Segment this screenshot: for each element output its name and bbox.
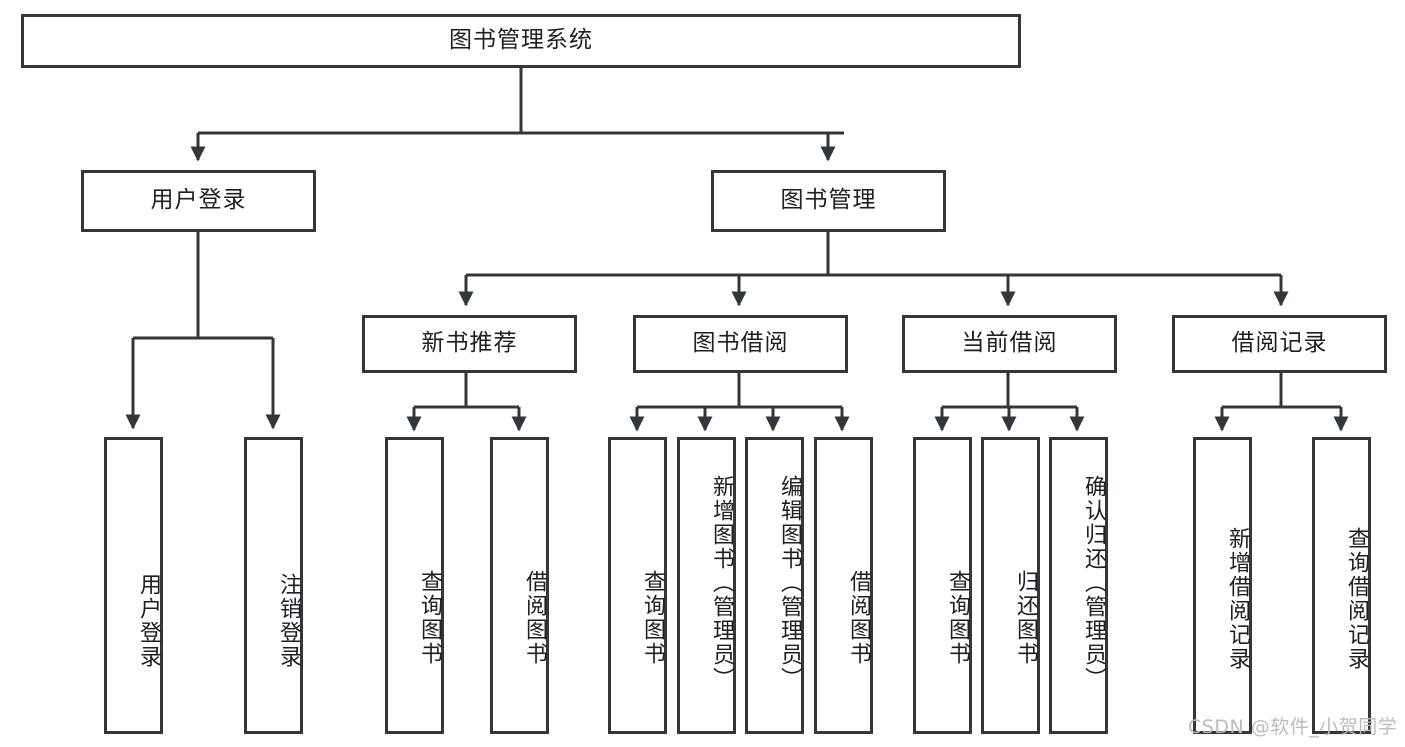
node-leaf-add-book-label: 新增图书（管理员） [709, 474, 734, 691]
node-leaf-query-book-2[interactable]: 查询图书 [608, 437, 667, 734]
node-current-borrow[interactable]: 当前借阅 [902, 315, 1117, 373]
node-borrow-record[interactable]: 借阅记录 [1172, 315, 1387, 373]
node-leaf-confirm-return-label: 确认归还（管理员） [1081, 474, 1106, 691]
node-leaf-query-book-1-label: 查询图书 [417, 569, 442, 666]
node-leaf-user-login[interactable]: 用户登录 [104, 437, 163, 734]
node-root[interactable]: 图书管理系统 [21, 14, 1021, 68]
node-leaf-borrow-book-1[interactable]: 借阅图书 [490, 437, 549, 734]
node-leaf-query-record[interactable]: 查询借阅记录 [1312, 437, 1371, 734]
node-leaf-add-book[interactable]: 新增图书（管理员） [677, 437, 736, 734]
node-user-login-label: 用户登录 [150, 187, 247, 214]
node-leaf-add-record-label: 新增借阅记录 [1225, 526, 1250, 671]
node-leaf-query-book-1[interactable]: 查询图书 [385, 437, 444, 734]
node-new-book-rec-label: 新书推荐 [421, 330, 518, 357]
node-leaf-edit-book-label: 编辑图书（管理员） [777, 474, 802, 691]
node-leaf-query-book-3-label: 查询图书 [945, 569, 970, 666]
node-current-borrow-label: 当前借阅 [961, 330, 1058, 357]
node-new-book-rec[interactable]: 新书推荐 [362, 315, 577, 373]
node-leaf-return-book-label: 归还图书 [1013, 569, 1038, 666]
node-leaf-logout-label: 注销登录 [276, 573, 301, 669]
node-leaf-logout[interactable]: 注销登录 [244, 437, 303, 734]
node-root-label: 图书管理系统 [449, 27, 593, 54]
csdn-watermark: CSDN @软件_小贺同学 [1188, 716, 1398, 738]
node-leaf-confirm-return[interactable]: 确认归还（管理员） [1049, 437, 1108, 734]
node-leaf-borrow-book-2-label: 借阅图书 [846, 569, 871, 666]
node-leaf-user-login-label: 用户登录 [136, 573, 161, 669]
node-leaf-edit-book[interactable]: 编辑图书（管理员） [745, 437, 804, 734]
node-leaf-query-record-label: 查询借阅记录 [1344, 526, 1369, 671]
node-leaf-query-book-3[interactable]: 查询图书 [913, 437, 972, 734]
node-book-borrow[interactable]: 图书借阅 [633, 315, 848, 373]
node-leaf-add-record[interactable]: 新增借阅记录 [1193, 437, 1252, 734]
node-book-manage[interactable]: 图书管理 [711, 170, 946, 232]
node-leaf-borrow-book-1-label: 借阅图书 [522, 569, 547, 666]
node-leaf-borrow-book-2[interactable]: 借阅图书 [814, 437, 873, 734]
node-user-login[interactable]: 用户登录 [81, 170, 316, 232]
node-book-borrow-label: 图书借阅 [692, 330, 789, 357]
node-leaf-return-book[interactable]: 归还图书 [981, 437, 1040, 734]
node-leaf-query-book-2-label: 查询图书 [640, 569, 665, 666]
node-borrow-record-label: 借阅记录 [1231, 330, 1328, 357]
node-book-manage-label: 图书管理 [780, 187, 877, 214]
